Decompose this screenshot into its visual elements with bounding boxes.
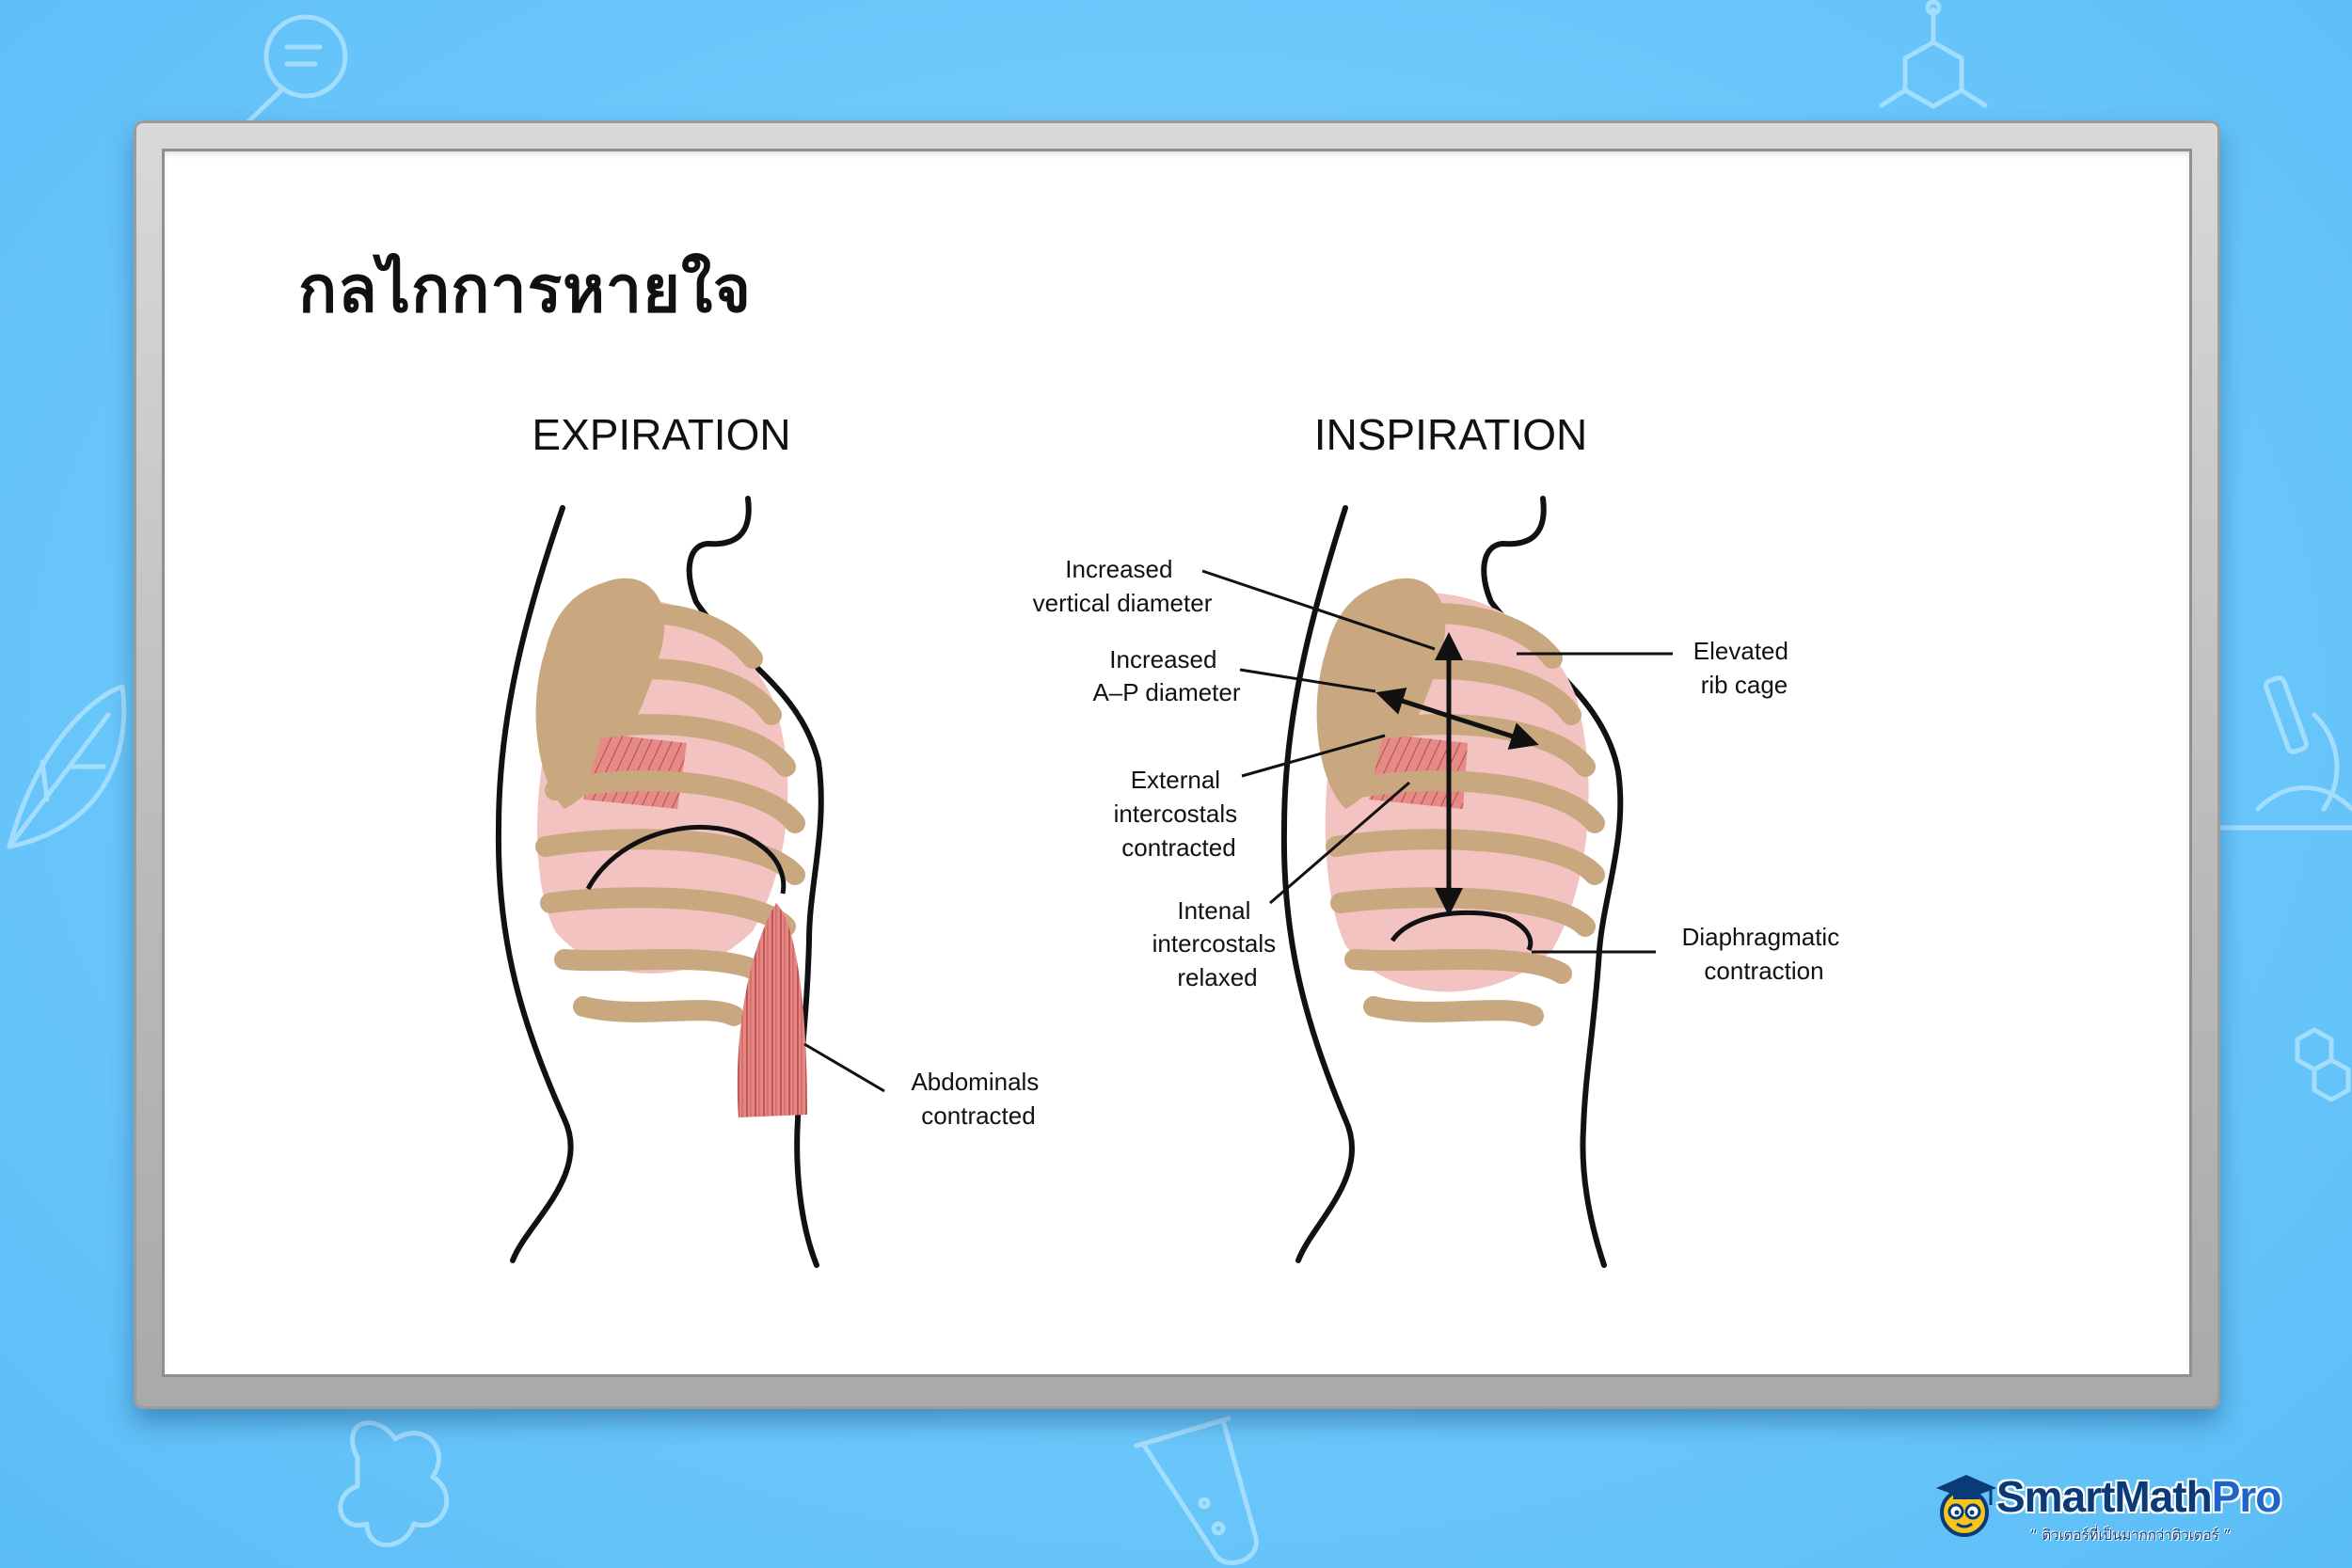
elevated-rib-cage-label: Elevated rib cage <box>1693 637 1795 699</box>
smartmathpro-logo: SmartMathPro “ ติวเตอร์ที่เป็นมากกว่าติว… <box>1929 1467 2343 1561</box>
external-pointer <box>1241 734 1386 778</box>
ap-diameter-label: Increased A–P diameter <box>1092 645 1240 706</box>
vertical-label-line-1: Increased <box>1065 555 1172 583</box>
external-intercostals-label: External intercostals contracted <box>1114 766 1245 862</box>
expiration-ribs <box>535 603 805 1026</box>
page-title: กลไกการหายใจ <box>298 253 752 327</box>
internal-intercostals-label: Intenal intercostals relaxed <box>1152 896 1283 991</box>
leaf-icon <box>7 684 127 849</box>
external-label-line-1: External <box>1131 766 1220 794</box>
ap-label-line-1: Increased <box>1109 645 1216 673</box>
logo-tagline: “ ติวเตอร์ที่เป็นมากกว่าติวเตอร์ ” <box>2030 1527 2232 1544</box>
diaphragmatic-contraction-label: Diaphragmatic contraction <box>1682 923 1847 985</box>
logo-name-part1: SmartMath <box>1996 1472 2213 1521</box>
abdominals-label-line-2: contracted <box>921 1101 1035 1130</box>
inspiration-heading: INSPIRATION <box>1314 410 1588 459</box>
expiration-back-outline <box>495 505 574 1263</box>
inspiration-pointer-lines <box>1201 569 1673 954</box>
ap-diameter-arrow <box>1375 688 1539 750</box>
expiration-front-outline <box>686 496 824 1268</box>
expiration-figure <box>495 496 824 1268</box>
whiteboard-frame: กลไกการหายใจ <box>134 120 2220 1409</box>
abdominals-label-line-1: Abdominals <box>911 1068 1039 1096</box>
internal-label-line-1: Intenal <box>1177 896 1250 925</box>
abdominals-pointer <box>803 1042 885 1093</box>
external-label-line-2: intercostals <box>1114 800 1238 828</box>
internal-label-line-3: relaxed <box>1177 963 1257 991</box>
vertical-pointer <box>1201 569 1436 651</box>
molecule-icon <box>1879 0 1988 109</box>
internal-pointer <box>1269 781 1410 905</box>
logo-wordmark: SmartMathPro <box>1996 1471 2282 1522</box>
diaphragm-label-line-1: Diaphragmatic <box>1682 923 1840 951</box>
inspiration-back-outline <box>1280 505 1355 1263</box>
expiration-abdominal-muscle <box>737 903 807 1117</box>
elevated-label-line-2: rib cage <box>1701 671 1788 699</box>
inspiration-diaphragm <box>1390 910 1534 952</box>
vertical-label-line-2: vertical diameter <box>1033 589 1213 617</box>
inspiration-figure <box>1280 496 1624 1268</box>
logo-name-part2: Pro <box>2211 1472 2282 1521</box>
mascot-graduation-cap-icon <box>1936 1475 1996 1537</box>
microscope-icon <box>2217 675 2352 831</box>
test-tube-icon <box>1134 1416 1259 1565</box>
internal-label-line-2: intercostals <box>1152 929 1277 958</box>
diaphragm-label-line-2: contraction <box>1704 957 1823 985</box>
abdominals-label: Abdominals contracted <box>911 1068 1045 1130</box>
expiration-heading: EXPIRATION <box>532 410 790 459</box>
expiration-diaphragm <box>585 825 787 895</box>
inspiration-front-outline <box>1481 496 1624 1268</box>
ap-pointer <box>1239 668 1376 693</box>
elevated-label-line-1: Elevated <box>1693 637 1788 665</box>
vertical-diameter-label: Increased vertical diameter <box>1033 555 1213 617</box>
expiration-scapula <box>535 578 665 809</box>
hexagon-molecule-icon <box>2295 1027 2351 1102</box>
bacteria-icon <box>338 1420 450 1547</box>
external-label-line-3: contracted <box>1121 833 1235 862</box>
ap-label-line-2: A–P diameter <box>1092 678 1240 706</box>
